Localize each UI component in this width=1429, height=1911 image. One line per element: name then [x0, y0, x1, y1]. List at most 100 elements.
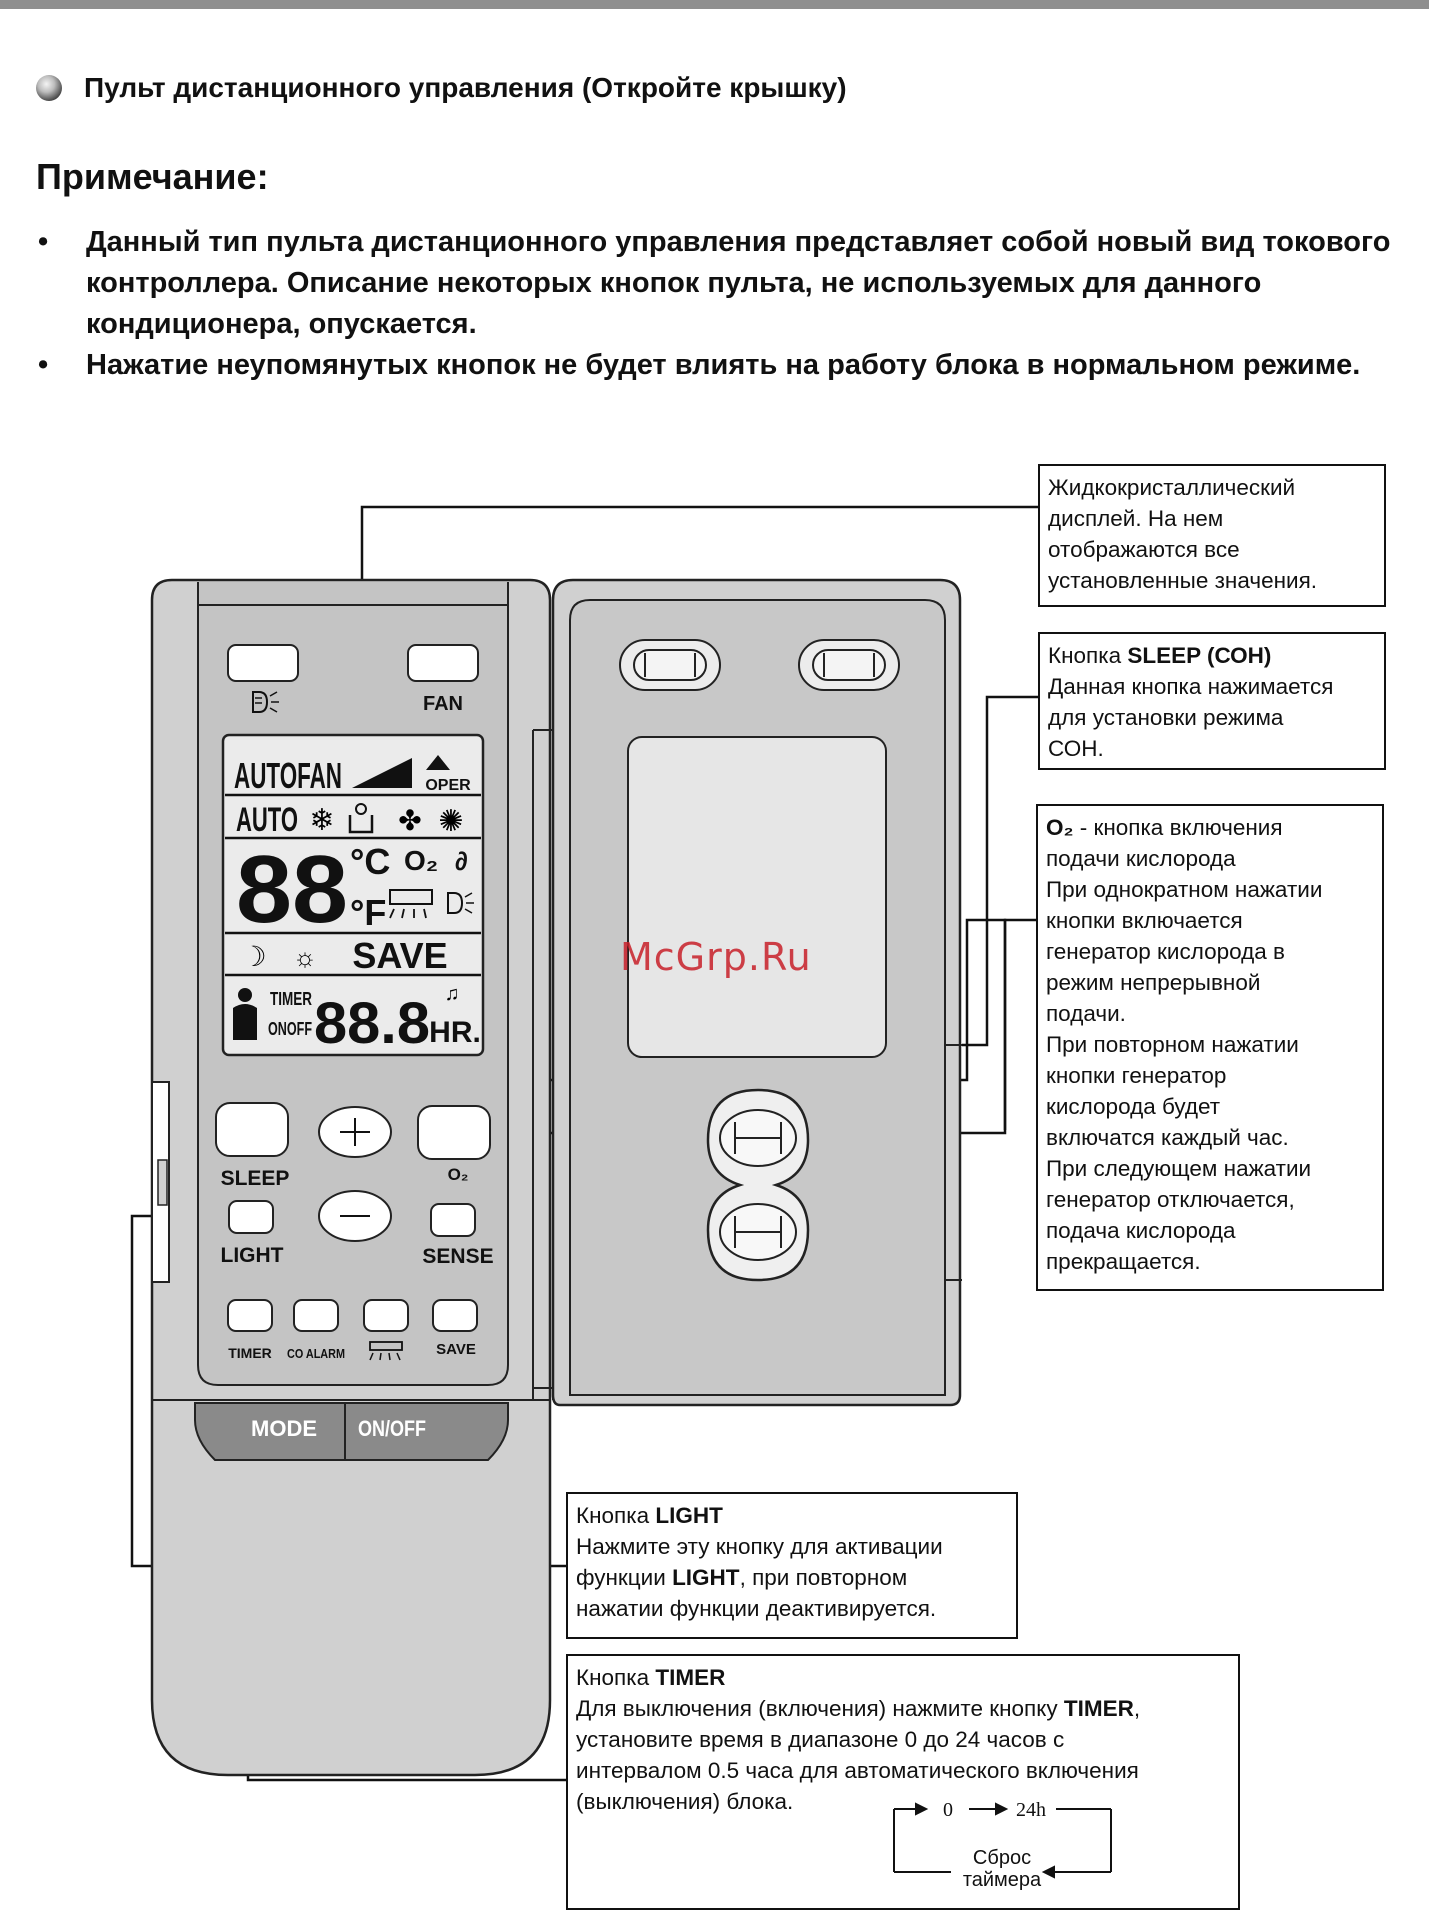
callout-sleep-prefix: Кнопка — [1048, 643, 1128, 668]
lid-hinge-icon — [706, 1088, 810, 1282]
lcd-save: SAVE — [352, 935, 447, 976]
lid-latch-left-icon — [619, 639, 721, 691]
light-bulb-icon: ☼ — [293, 942, 317, 972]
timer-diagram-end: 24h — [1016, 1799, 1046, 1821]
callout-light-line: нажатии функции деактивируется. — [576, 1596, 937, 1621]
callout-timer: Кнопка TIMER Для выключения (включения) … — [566, 1654, 1240, 1910]
lcd-onoff: ONOFF — [268, 1019, 312, 1039]
callout-light-line2b: LIGHT — [672, 1565, 740, 1590]
note-item: Нажатие неупомянутых кнопок не будет вли… — [36, 345, 1406, 386]
callout-sleep-line: СОН. — [1048, 736, 1104, 761]
callout-timer-line: (выключения) блока. — [576, 1789, 794, 1814]
on-off-label: ON/OFF — [358, 1416, 426, 1441]
light-indicator-button[interactable] — [227, 644, 299, 682]
callout-o2-suffix: - кнопка включения — [1073, 815, 1283, 840]
callout-sleep-title: SLEEP (СОН) — [1127, 643, 1272, 668]
callout-o2-line: При повторном нажатии — [1046, 1032, 1299, 1057]
callout-sleep-line: для установки режима — [1048, 705, 1284, 730]
temp-down-button[interactable] — [318, 1190, 392, 1242]
remote-lid — [532, 578, 962, 1407]
fan-speed-bars-icon — [352, 758, 412, 788]
callout-timer-line1c: , — [1133, 1696, 1141, 1721]
callout-o2: O₂ - кнопка включения подачи кислорода П… — [1036, 804, 1384, 1291]
lid-latch-right-icon — [798, 639, 900, 691]
callout-o2-line: кнопки включается — [1046, 908, 1243, 933]
lcd-display: AUTOFAN OPER AUTO ❄ ✤ ✺ 88 °C °F O₂ ∂ — [221, 733, 485, 1057]
callout-lcd-line: установленные значения. — [1048, 568, 1318, 593]
callout-lcd-line: Жидкокристаллический — [1048, 475, 1296, 500]
callout-lcd-line: дисплей. На нем — [1048, 506, 1224, 531]
callout-light-line2c: , при повторном — [739, 1565, 908, 1590]
dry-mode-icon — [348, 803, 374, 834]
callout-timer-line: установите время в диапазоне 0 до 24 час… — [576, 1727, 1065, 1752]
callout-o2-line: подачи кислорода — [1046, 846, 1236, 871]
sense-button[interactable] — [430, 1203, 476, 1237]
temp-up-button[interactable] — [318, 1106, 392, 1158]
note-title: Примечание: — [36, 156, 269, 197]
co-alarm-label: CO ALARM — [287, 1346, 345, 1361]
fan-button[interactable] — [407, 644, 479, 682]
callout-o2-line: подача кислорода — [1046, 1218, 1236, 1243]
sleep-label: SLEEP — [221, 1167, 290, 1190]
callout-sleep-line: Данная кнопка нажимается — [1048, 674, 1334, 699]
lcd-hr: HR. — [429, 1016, 481, 1049]
timer-cycle-diagram: 0 24h Сброс таймера — [893, 1799, 1112, 1891]
co-alarm-button[interactable] — [293, 1299, 339, 1332]
louver-icon — [389, 889, 433, 919]
callout-timer-prefix: Кнопка — [576, 1665, 656, 1690]
lcd-temperature-digits: 88 — [236, 836, 348, 943]
light-button[interactable] — [228, 1200, 274, 1234]
o2-button[interactable] — [417, 1105, 491, 1160]
save-button[interactable] — [432, 1299, 478, 1332]
timer-diagram-start: 0 — [943, 1799, 953, 1821]
sleep-moon-icon: ☽ — [241, 941, 266, 972]
section-heading: Пульт дистанционного управления (Откройт… — [36, 72, 847, 104]
section-heading-text: Пульт дистанционного управления (Откройт… — [84, 72, 847, 103]
top-rule — [0, 0, 1429, 9]
swing-icon — [369, 1341, 403, 1361]
fan-label: FAN — [423, 693, 463, 715]
round-bullet-icon — [36, 75, 62, 101]
swing-button[interactable] — [363, 1299, 409, 1332]
lcd-auto: AUTO — [236, 801, 298, 839]
bell-icon: ♫ — [445, 983, 460, 1005]
callout-light-prefix: Кнопка — [576, 1503, 656, 1528]
lcd-small-digit: ∂ — [455, 846, 468, 876]
oper-arrow-icon — [426, 755, 450, 770]
callout-lcd: Жидкокристаллический дисплей. На нем ото… — [1038, 464, 1386, 607]
on-off-button[interactable] — [344, 1402, 509, 1461]
lcd-celsius: °C — [350, 841, 390, 882]
callout-light: Кнопка LIGHT Нажмите эту кнопку для акти… — [566, 1492, 1018, 1639]
note-list: Данный тип пульта дистанционного управле… — [36, 222, 1406, 386]
callout-o2-title: O₂ — [1046, 815, 1074, 840]
callout-o2-line: При однократном нажатии — [1046, 877, 1323, 902]
callout-o2-line: При следующем нажатии — [1046, 1156, 1312, 1181]
callout-o2-line: кнопки генератор — [1046, 1063, 1227, 1088]
callout-o2-line: генератор отключается, — [1046, 1187, 1295, 1212]
sense-label: SENSE — [422, 1245, 493, 1268]
save-label: SAVE — [436, 1341, 476, 1358]
person-icon — [233, 988, 257, 1040]
heat-mode-icon: ✺ — [438, 805, 463, 838]
callout-light-line2a: функции — [576, 1565, 673, 1590]
timer-diagram-reset-line1: Сброс — [973, 1847, 1031, 1869]
mode-button[interactable] — [194, 1402, 346, 1461]
sleep-button[interactable] — [215, 1102, 289, 1157]
lcd-lamp-icon — [447, 892, 474, 914]
timer-diagram-reset-line2: таймера — [963, 1869, 1042, 1891]
timer-button[interactable] — [227, 1299, 273, 1332]
callout-o2-line: подачи. — [1046, 1001, 1126, 1026]
lcd-fahrenheit: °F — [350, 892, 386, 933]
lcd-timer: TIMER — [270, 989, 312, 1009]
callout-o2-line: прекращается. — [1046, 1249, 1201, 1274]
callout-o2-line: включатся каждый час. — [1046, 1125, 1289, 1150]
mode-label: MODE — [251, 1416, 317, 1441]
lcd-time-digits: 88.8 — [314, 991, 430, 1056]
watermark: McGrp.Ru — [620, 935, 812, 979]
light-label: LIGHT — [221, 1244, 284, 1267]
fan-mode-icon: ✤ — [398, 805, 421, 836]
callout-light-line: Нажмите эту кнопку для активации — [576, 1534, 943, 1559]
callout-light-title: LIGHT — [655, 1503, 723, 1528]
note-item: Данный тип пульта дистанционного управле… — [36, 222, 1406, 345]
